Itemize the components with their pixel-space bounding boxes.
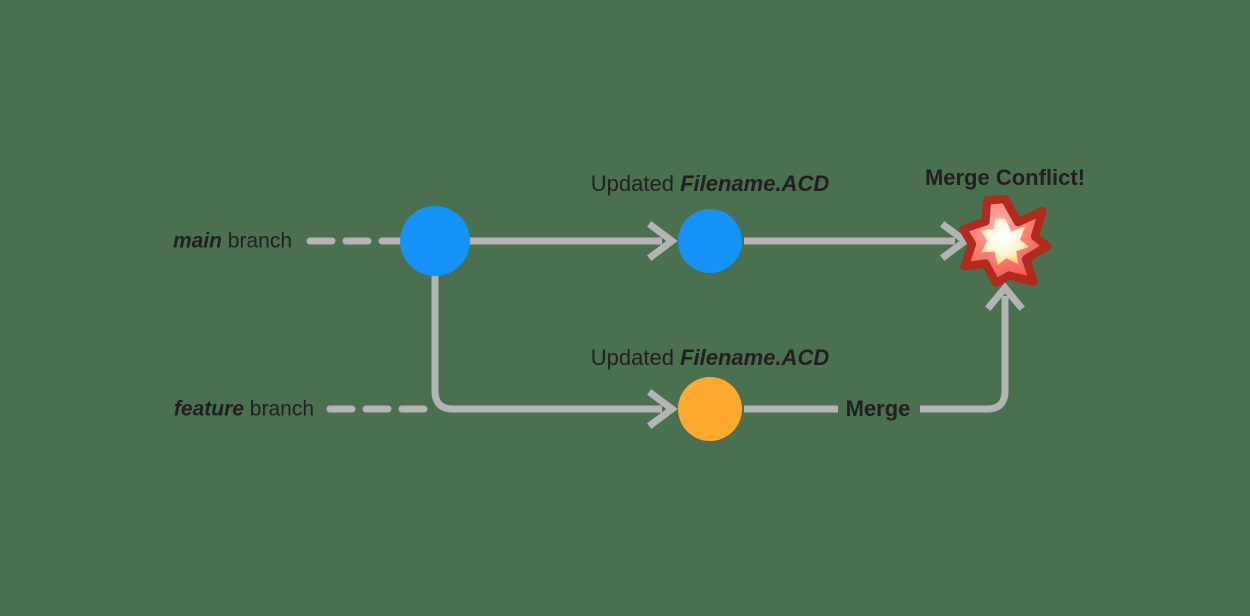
main-commit-label-prefix: Updated: [590, 171, 681, 196]
main-commit-label: Updated Filename.ACD: [591, 173, 829, 195]
main-branch-arrowhead-1: [647, 221, 678, 261]
branch-fork-path: [431, 272, 662, 413]
node-main-edit-commit[interactable]: [678, 209, 742, 273]
node-feature-edit-commit[interactable]: [678, 377, 742, 441]
feature-commit-label-filename: Filename.ACD: [680, 345, 830, 370]
feature-commit-label: Updated Filename.ACD: [591, 347, 829, 369]
main-branch-label-emphasis: main: [172, 229, 222, 253]
main-branch-arrowhead-2: [940, 221, 971, 261]
feature-commit-label-prefix: Updated: [590, 345, 681, 370]
merge-conflict-label: Merge Conflict!: [924, 165, 1086, 190]
merge-line-to-conflict: [920, 296, 1009, 413]
main-branch-label-rest: branch: [221, 229, 292, 253]
feature-branch-label: feature branch: [174, 399, 314, 420]
feature-branch-arrowhead: [647, 389, 678, 429]
feature-branch-label-emphasis: feature: [173, 397, 244, 421]
merge-arrowhead: [985, 282, 1025, 311]
main-commit-label-filename: Filename.ACD: [680, 171, 830, 196]
feature-branch-label-rest: branch: [243, 397, 314, 421]
collision-burst-icon: [958, 194, 1052, 288]
node-main-base-commit[interactable]: [400, 206, 470, 276]
main-branch-label: main branch: [173, 231, 292, 252]
merge-label: Merge: [845, 396, 911, 421]
